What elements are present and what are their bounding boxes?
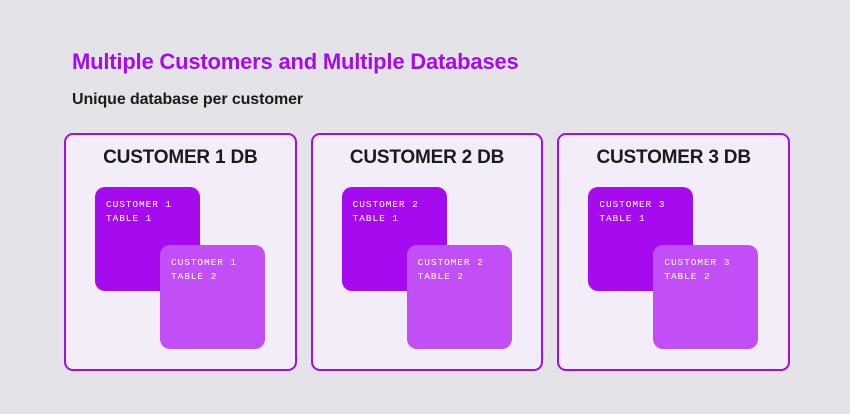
- table-box-label: CUSTOMER 1 TABLE 1: [106, 198, 172, 226]
- table-box-customer-1-table-2: CUSTOMER 1 TABLE 2: [160, 245, 265, 349]
- page-subtitle: Unique database per customer: [72, 91, 304, 109]
- table-label-line-1: CUSTOMER 2: [417, 257, 484, 268]
- table-box-customer-2-table-2: CUSTOMER 2 TABLE 2: [406, 245, 512, 349]
- table-label-line-2: TABLE 1: [599, 212, 646, 224]
- table-label-line-2: TABLE 2: [171, 270, 218, 282]
- table-box-customer-3-table-2: CUSTOMER 3 TABLE 2: [653, 245, 759, 349]
- header: Multiple Customers and Multiple Database…: [72, 49, 519, 109]
- tables-area: CUSTOMER 1 TABLE 1 CUSTOMER 1 TABLE 2: [66, 181, 295, 369]
- database-card-customer-2: CUSTOMER 2 DB CUSTOMER 2 TABLE 1 CUSTOME…: [310, 133, 544, 371]
- table-box-label: CUSTOMER 1 TABLE 2: [171, 256, 237, 284]
- tables-area: CUSTOMER 2 TABLE 1 CUSTOMER 2 TABLE 2: [313, 181, 542, 369]
- page-title: Multiple Customers and Multiple Database…: [72, 49, 519, 74]
- table-label-line-1: CUSTOMER 2: [352, 199, 419, 210]
- database-card-title: CUSTOMER 1 DB: [103, 147, 258, 168]
- database-cards-row: CUSTOMER 1 DB CUSTOMER 1 TABLE 1 CUSTOME…: [64, 133, 791, 371]
- table-label-line-1: CUSTOMER 3: [599, 199, 666, 210]
- table-label-line-2: TABLE 1: [106, 212, 153, 224]
- tables-area: CUSTOMER 3 TABLE 1 CUSTOMER 3 TABLE 2: [559, 181, 788, 369]
- database-card-customer-1: CUSTOMER 1 DB CUSTOMER 1 TABLE 1 CUSTOME…: [64, 133, 297, 371]
- table-box-label: CUSTOMER 2 TABLE 2: [418, 256, 484, 284]
- table-box-label: CUSTOMER 3 TABLE 2: [664, 256, 730, 284]
- database-card-title: CUSTOMER 3 DB: [596, 147, 752, 168]
- table-label-line-2: TABLE 2: [417, 270, 464, 282]
- table-label-line-2: TABLE 2: [664, 270, 711, 282]
- table-label-line-1: CUSTOMER 1: [106, 199, 173, 210]
- table-label-line-2: TABLE 1: [352, 212, 399, 224]
- table-label-line-1: CUSTOMER 3: [664, 257, 731, 268]
- database-card-customer-3: CUSTOMER 3 DB CUSTOMER 3 TABLE 1 CUSTOME…: [557, 133, 791, 371]
- database-card-title: CUSTOMER 2 DB: [349, 147, 505, 168]
- table-box-label: CUSTOMER 3 TABLE 1: [599, 198, 665, 226]
- table-box-customer-1-table-1: CUSTOMER 1 TABLE 1: [95, 187, 200, 291]
- table-box-label: CUSTOMER 2 TABLE 1: [353, 198, 419, 226]
- table-label-line-1: CUSTOMER 1: [171, 257, 238, 268]
